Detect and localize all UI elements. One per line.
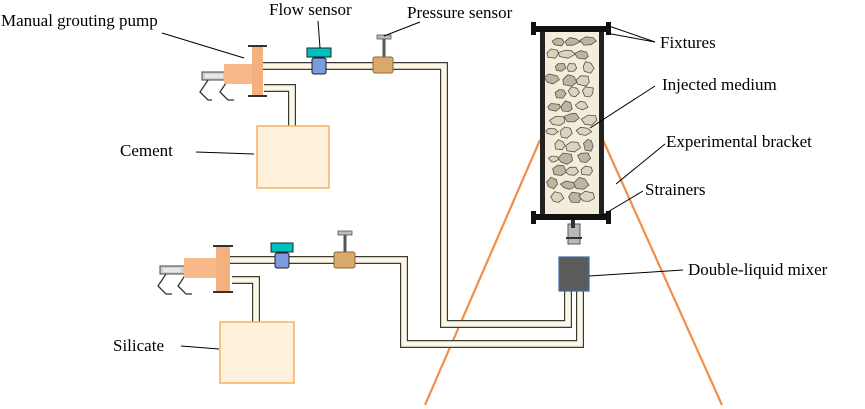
- label-fixtures: Fixtures: [660, 33, 716, 52]
- medium-stone: [545, 127, 559, 136]
- medium-stone: [574, 50, 589, 60]
- medium-stone: [578, 190, 596, 202]
- medium-stone: [575, 75, 590, 87]
- lower-flow-sensor-icon: [270, 242, 294, 269]
- cement-tank-icon: [256, 125, 330, 189]
- bracket-leg-left: [423, 139, 542, 406]
- medium-stone: [580, 165, 593, 176]
- label-manual-grouting-pump: Manual grouting pump: [1, 11, 158, 30]
- label-double-liquid-mixer: Double-liquid mixer: [688, 260, 828, 279]
- label-injected-medium: Injected medium: [662, 75, 777, 94]
- medium-stone: [583, 138, 594, 152]
- fixture-plate-bottom: [531, 214, 611, 220]
- upper-pipe: [262, 62, 572, 328]
- medium-stone: [554, 89, 567, 99]
- pipe-network: [230, 62, 584, 348]
- double-liquid-mixer-icon: [558, 223, 590, 292]
- fixture-plate-top: [531, 26, 611, 32]
- medium-stone: [582, 61, 595, 74]
- medium-stone: [554, 63, 567, 72]
- label-experimental-bracket: Experimental bracket: [666, 132, 812, 151]
- medium-stone: [547, 103, 561, 112]
- silicate-feed-pipe: [232, 276, 260, 322]
- lower-pump-icon: [157, 245, 233, 295]
- medium-stone: [560, 100, 573, 113]
- medium-stone: [573, 176, 590, 190]
- medium-stone: [550, 191, 565, 203]
- fixture-rod-right: [599, 28, 604, 218]
- medium-stone: [557, 152, 573, 165]
- medium-stone: [577, 152, 592, 163]
- medium-stone: [563, 112, 580, 123]
- medium-stone: [567, 86, 581, 98]
- column-icon: [531, 22, 611, 228]
- medium-stone: [557, 50, 576, 59]
- medium-stone: [579, 36, 597, 46]
- bracket-leg-right: [601, 139, 724, 406]
- medium-stone: [562, 74, 578, 87]
- medium-stone: [574, 100, 589, 111]
- medium-stone: [546, 48, 559, 59]
- experimental-bracket: [423, 139, 724, 406]
- medium-stone: [546, 176, 558, 190]
- lower-pressure-sensor-icon: [333, 230, 356, 269]
- medium-stone: [565, 141, 582, 153]
- medium-stone: [580, 114, 598, 126]
- medium-stone: [552, 164, 568, 176]
- medium-stones: [543, 36, 598, 204]
- label-cement: Cement: [120, 141, 173, 160]
- medium-stone: [559, 126, 573, 139]
- leader-lines: [161, 20, 684, 350]
- medium-stone: [564, 37, 582, 46]
- upper-pressure-sensor-icon: [372, 34, 394, 74]
- strainer: [571, 220, 575, 228]
- medium-stone: [568, 191, 582, 204]
- medium-stone: [575, 126, 593, 136]
- medium-stone: [566, 63, 578, 72]
- medium-stone: [581, 86, 594, 98]
- upper-flow-sensor-icon: [306, 47, 332, 75]
- medium-stone: [564, 166, 580, 176]
- label-pressure-sensor: Pressure sensor: [407, 3, 513, 22]
- silicate-tank-icon: [219, 321, 295, 384]
- medium-stone: [551, 37, 565, 47]
- cement-feed-pipe: [264, 84, 296, 126]
- label-silicate: Silicate: [113, 336, 164, 355]
- medium-stone: [554, 139, 566, 151]
- label-flow-sensor: Flow sensor: [269, 0, 352, 19]
- upper-pump-icon: [199, 45, 267, 101]
- fixture-rod-left: [540, 28, 545, 218]
- medium-stone: [547, 155, 560, 163]
- label-strainers: Strainers: [645, 180, 705, 199]
